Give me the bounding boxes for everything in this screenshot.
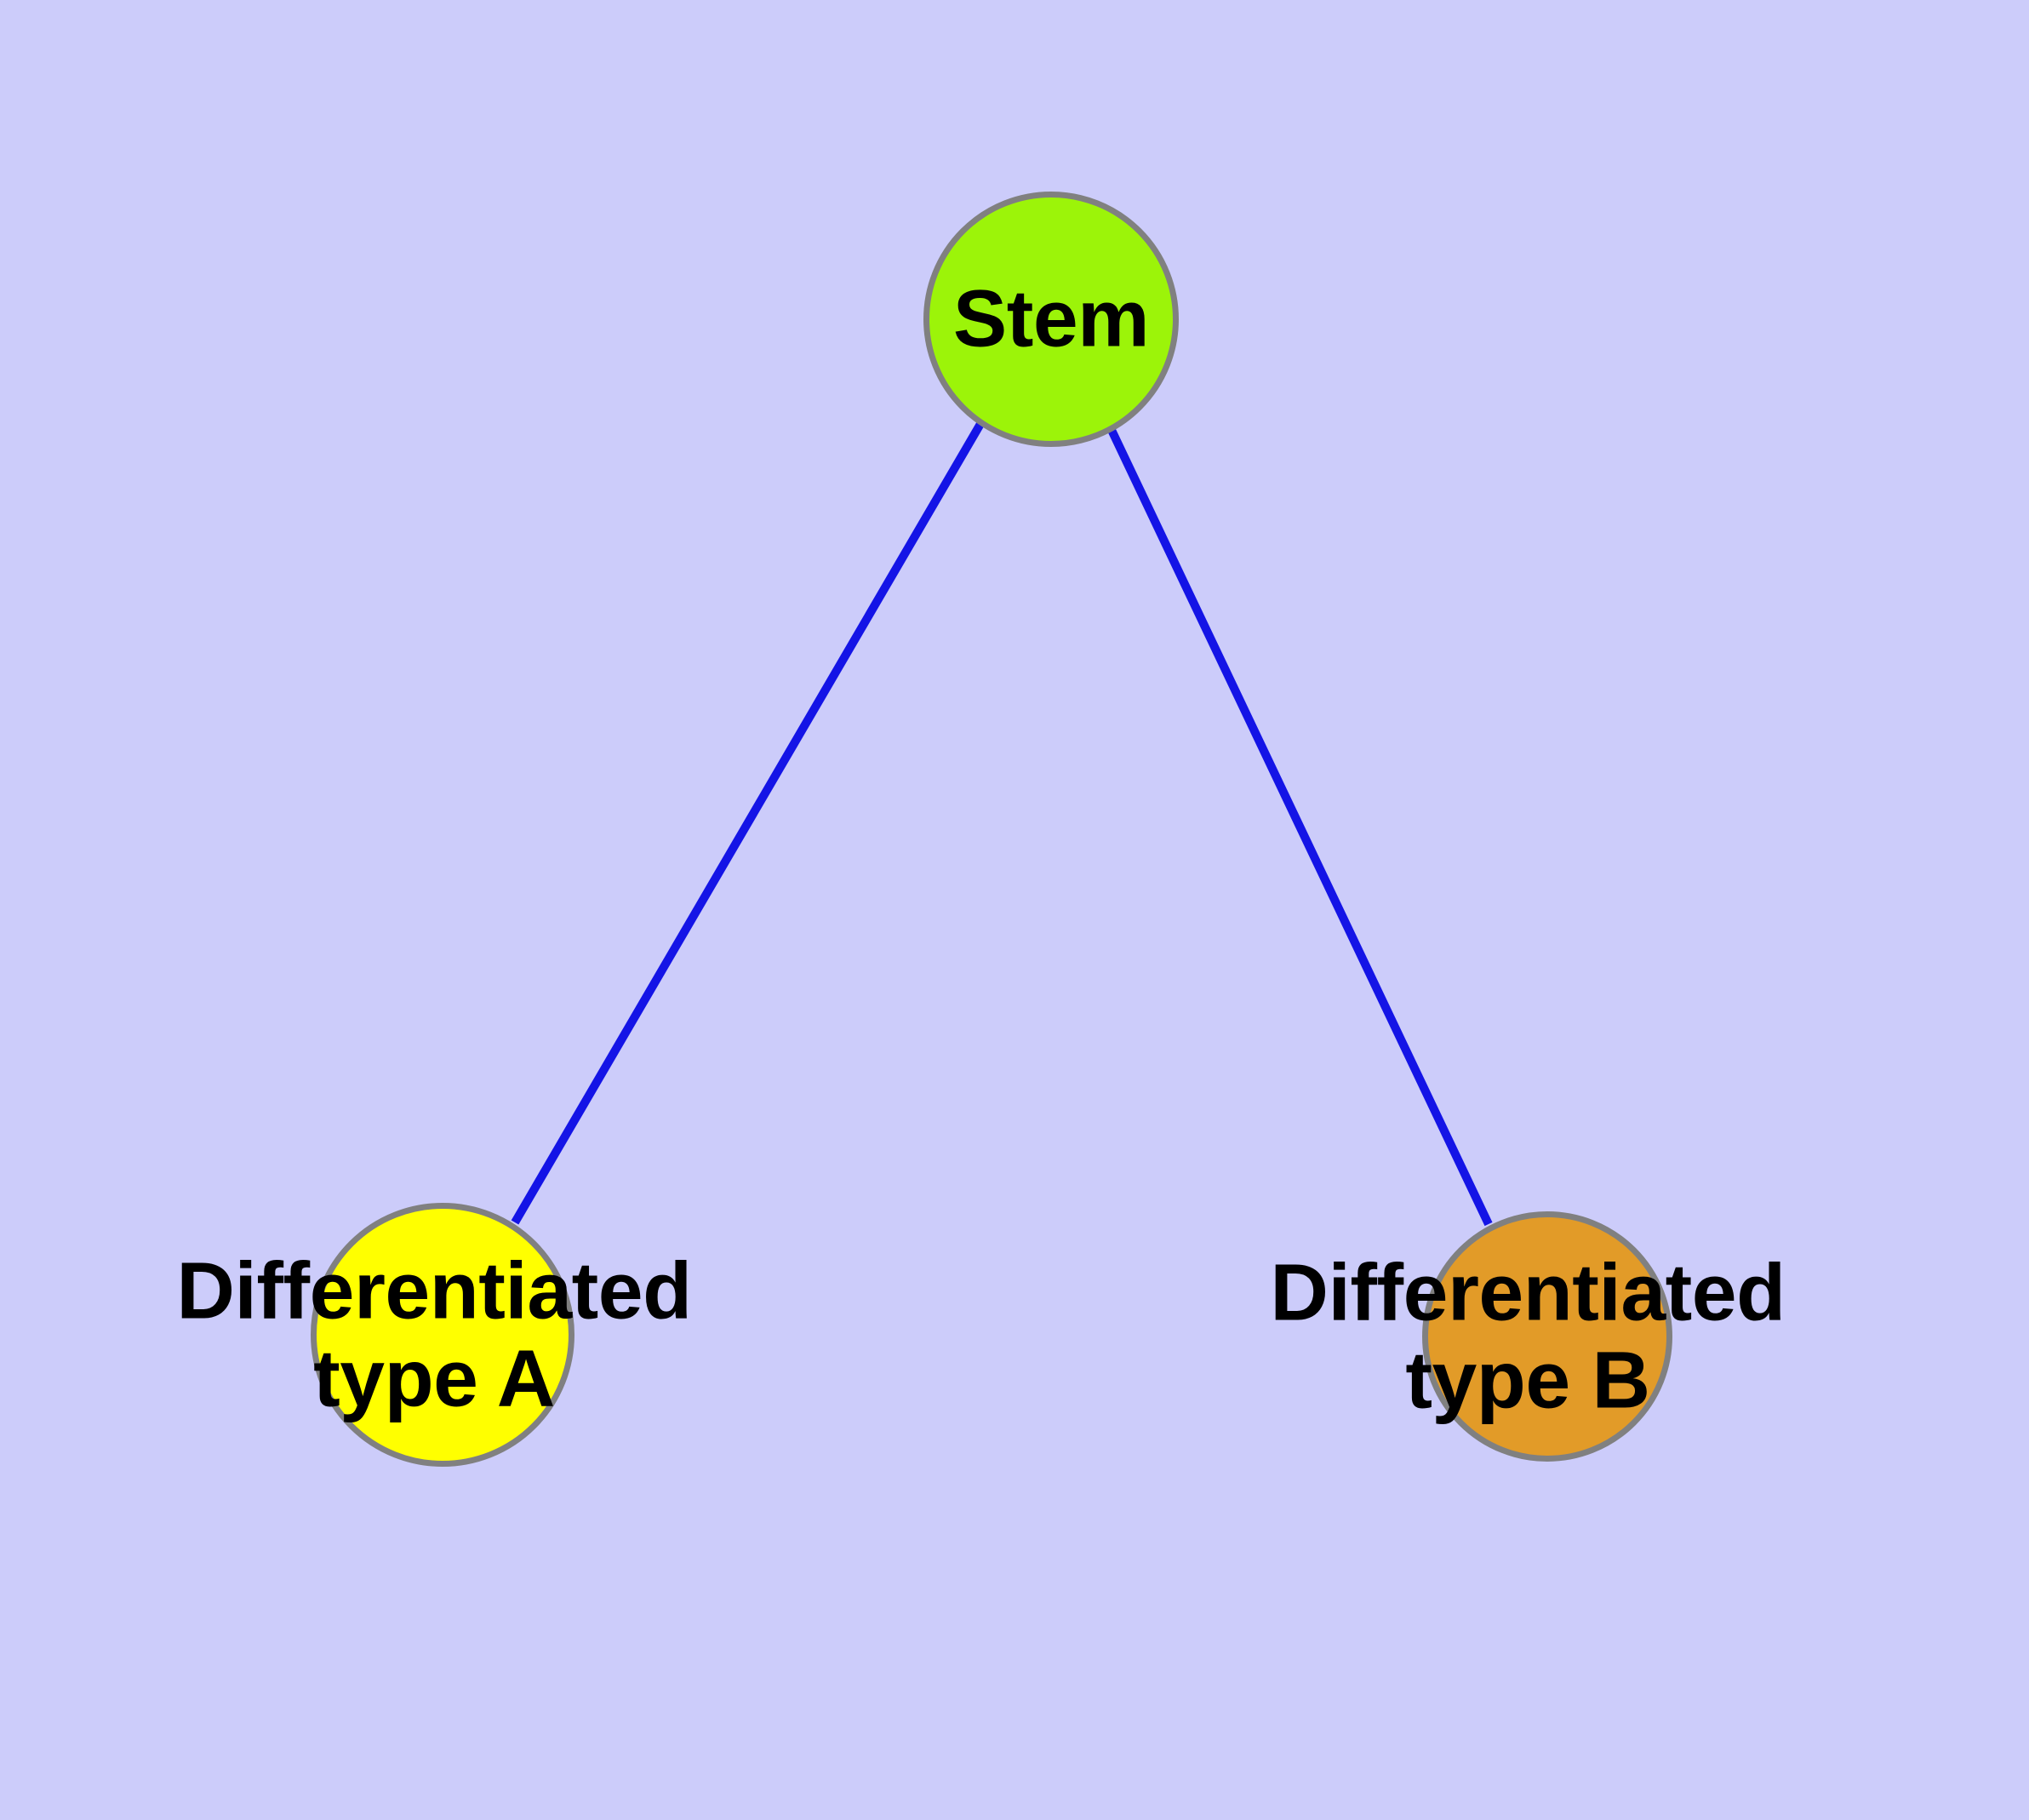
edge-stem-to-diff-b[interactable]	[1106, 426, 1493, 1227]
node-stem[interactable]	[923, 192, 1179, 447]
edge-stem-to-diff-a[interactable]	[511, 421, 985, 1225]
node-differentiated-type-a[interactable]	[311, 1203, 574, 1467]
node-differentiated-type-b[interactable]	[1422, 1211, 1672, 1462]
